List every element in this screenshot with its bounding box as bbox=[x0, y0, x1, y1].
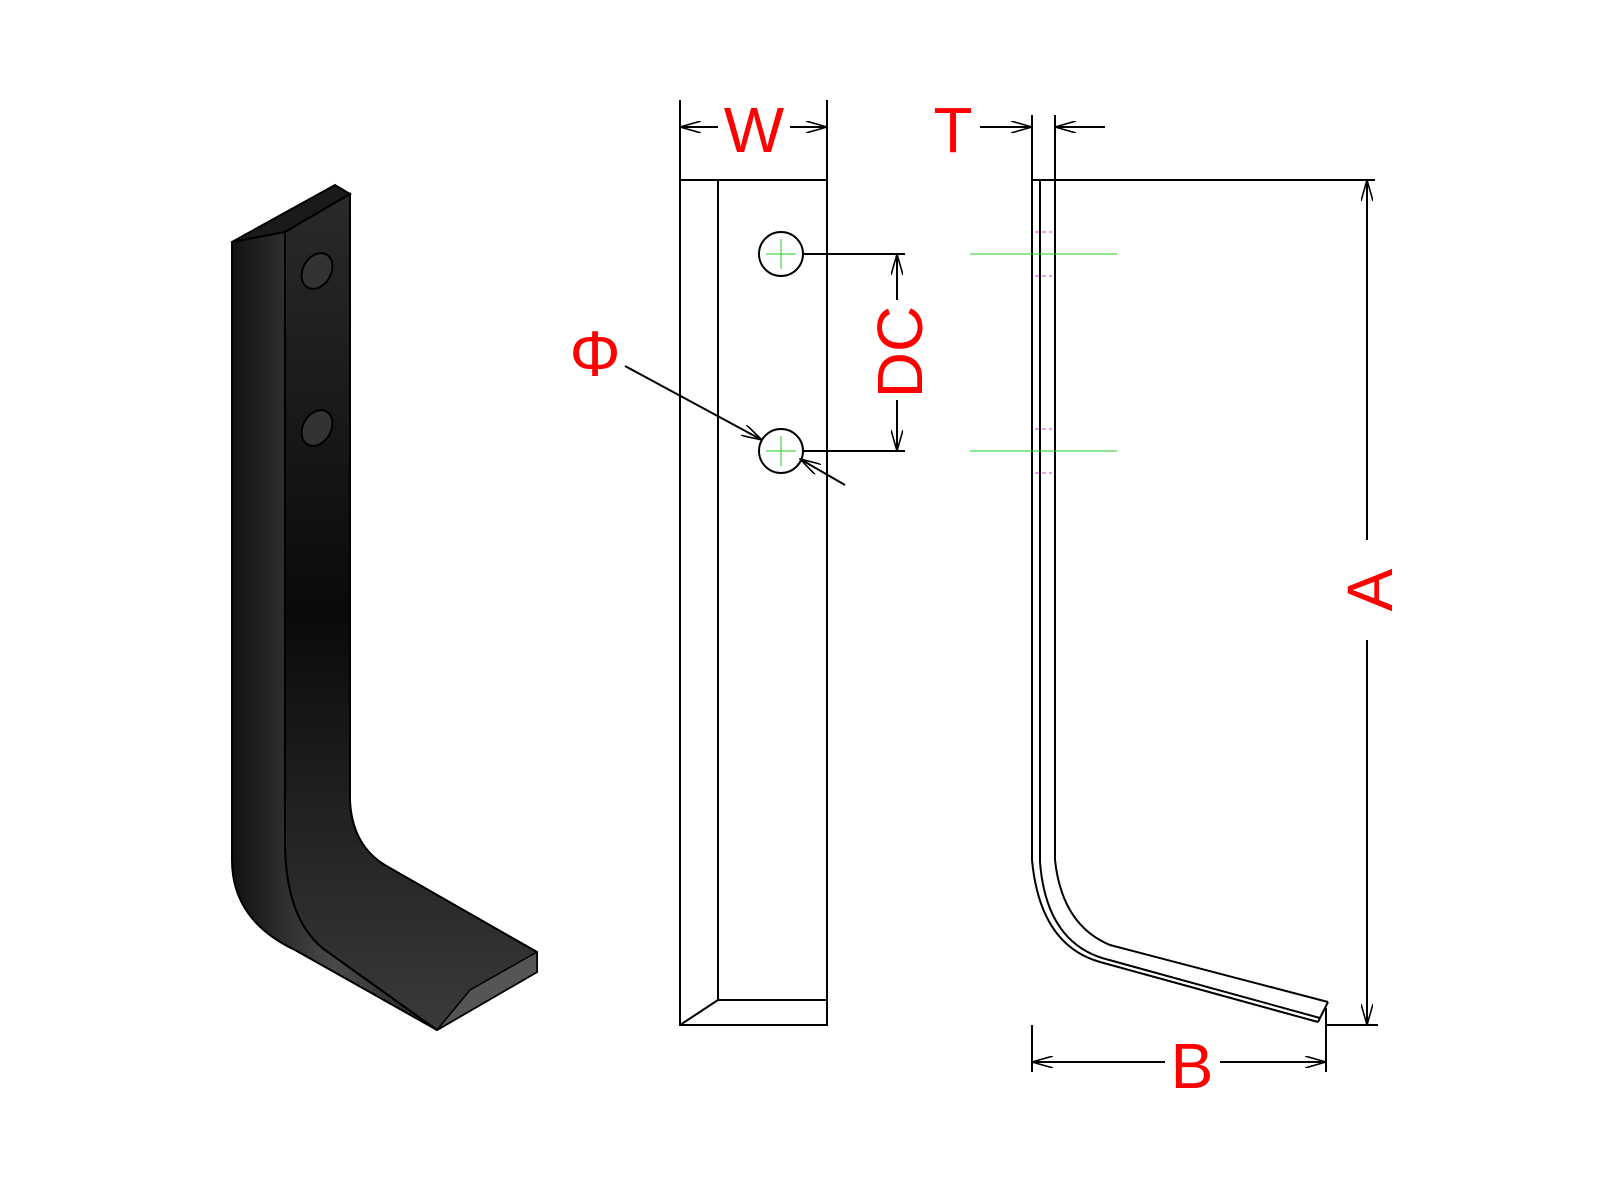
hole-distance-label: DC bbox=[864, 306, 936, 398]
blade-bevel bbox=[436, 950, 538, 1031]
side-view: T A B bbox=[933, 94, 1406, 1102]
thickness-label: T bbox=[933, 94, 972, 166]
height-label: A bbox=[1334, 568, 1406, 611]
mounting-hole-upper bbox=[300, 252, 334, 290]
hole-diameter-label: Φ bbox=[569, 318, 620, 390]
front-view: W DC Φ bbox=[569, 94, 936, 1026]
isometric-view bbox=[231, 183, 538, 1032]
width-label: W bbox=[724, 94, 785, 166]
blade-front-face bbox=[284, 192, 538, 1032]
base-length-label: B bbox=[1171, 1030, 1214, 1102]
mounting-hole-lower bbox=[300, 409, 334, 447]
